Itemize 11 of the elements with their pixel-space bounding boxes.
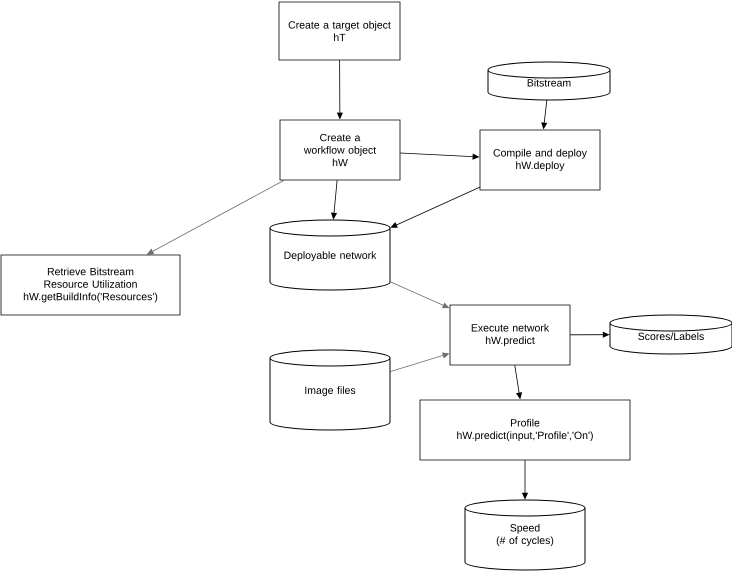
storage-cylinder: Bitstream (488, 62, 610, 100)
process-box: Execute network hW.predict (450, 304, 570, 366)
process-box: Create a workflow object hW (280, 120, 400, 180)
process-box: Profile hW.predict(input,'Profile','On') (420, 400, 630, 460)
process-box: Create a target object hT (278, 2, 400, 60)
storage-cylinder: Speed (# of cycles) (464, 499, 586, 570)
process-box: Compile and deploy hW.deploy (480, 130, 600, 190)
process-box: Retrieve Bitstream Resource Utilization hW.getBuildInfo('Resources') (0, 254, 180, 316)
storage-cylinder: Deployable network (270, 220, 390, 290)
storage-cylinder: Image files (270, 349, 390, 430)
storage-cylinder: Scores/Labels (610, 314, 732, 354)
